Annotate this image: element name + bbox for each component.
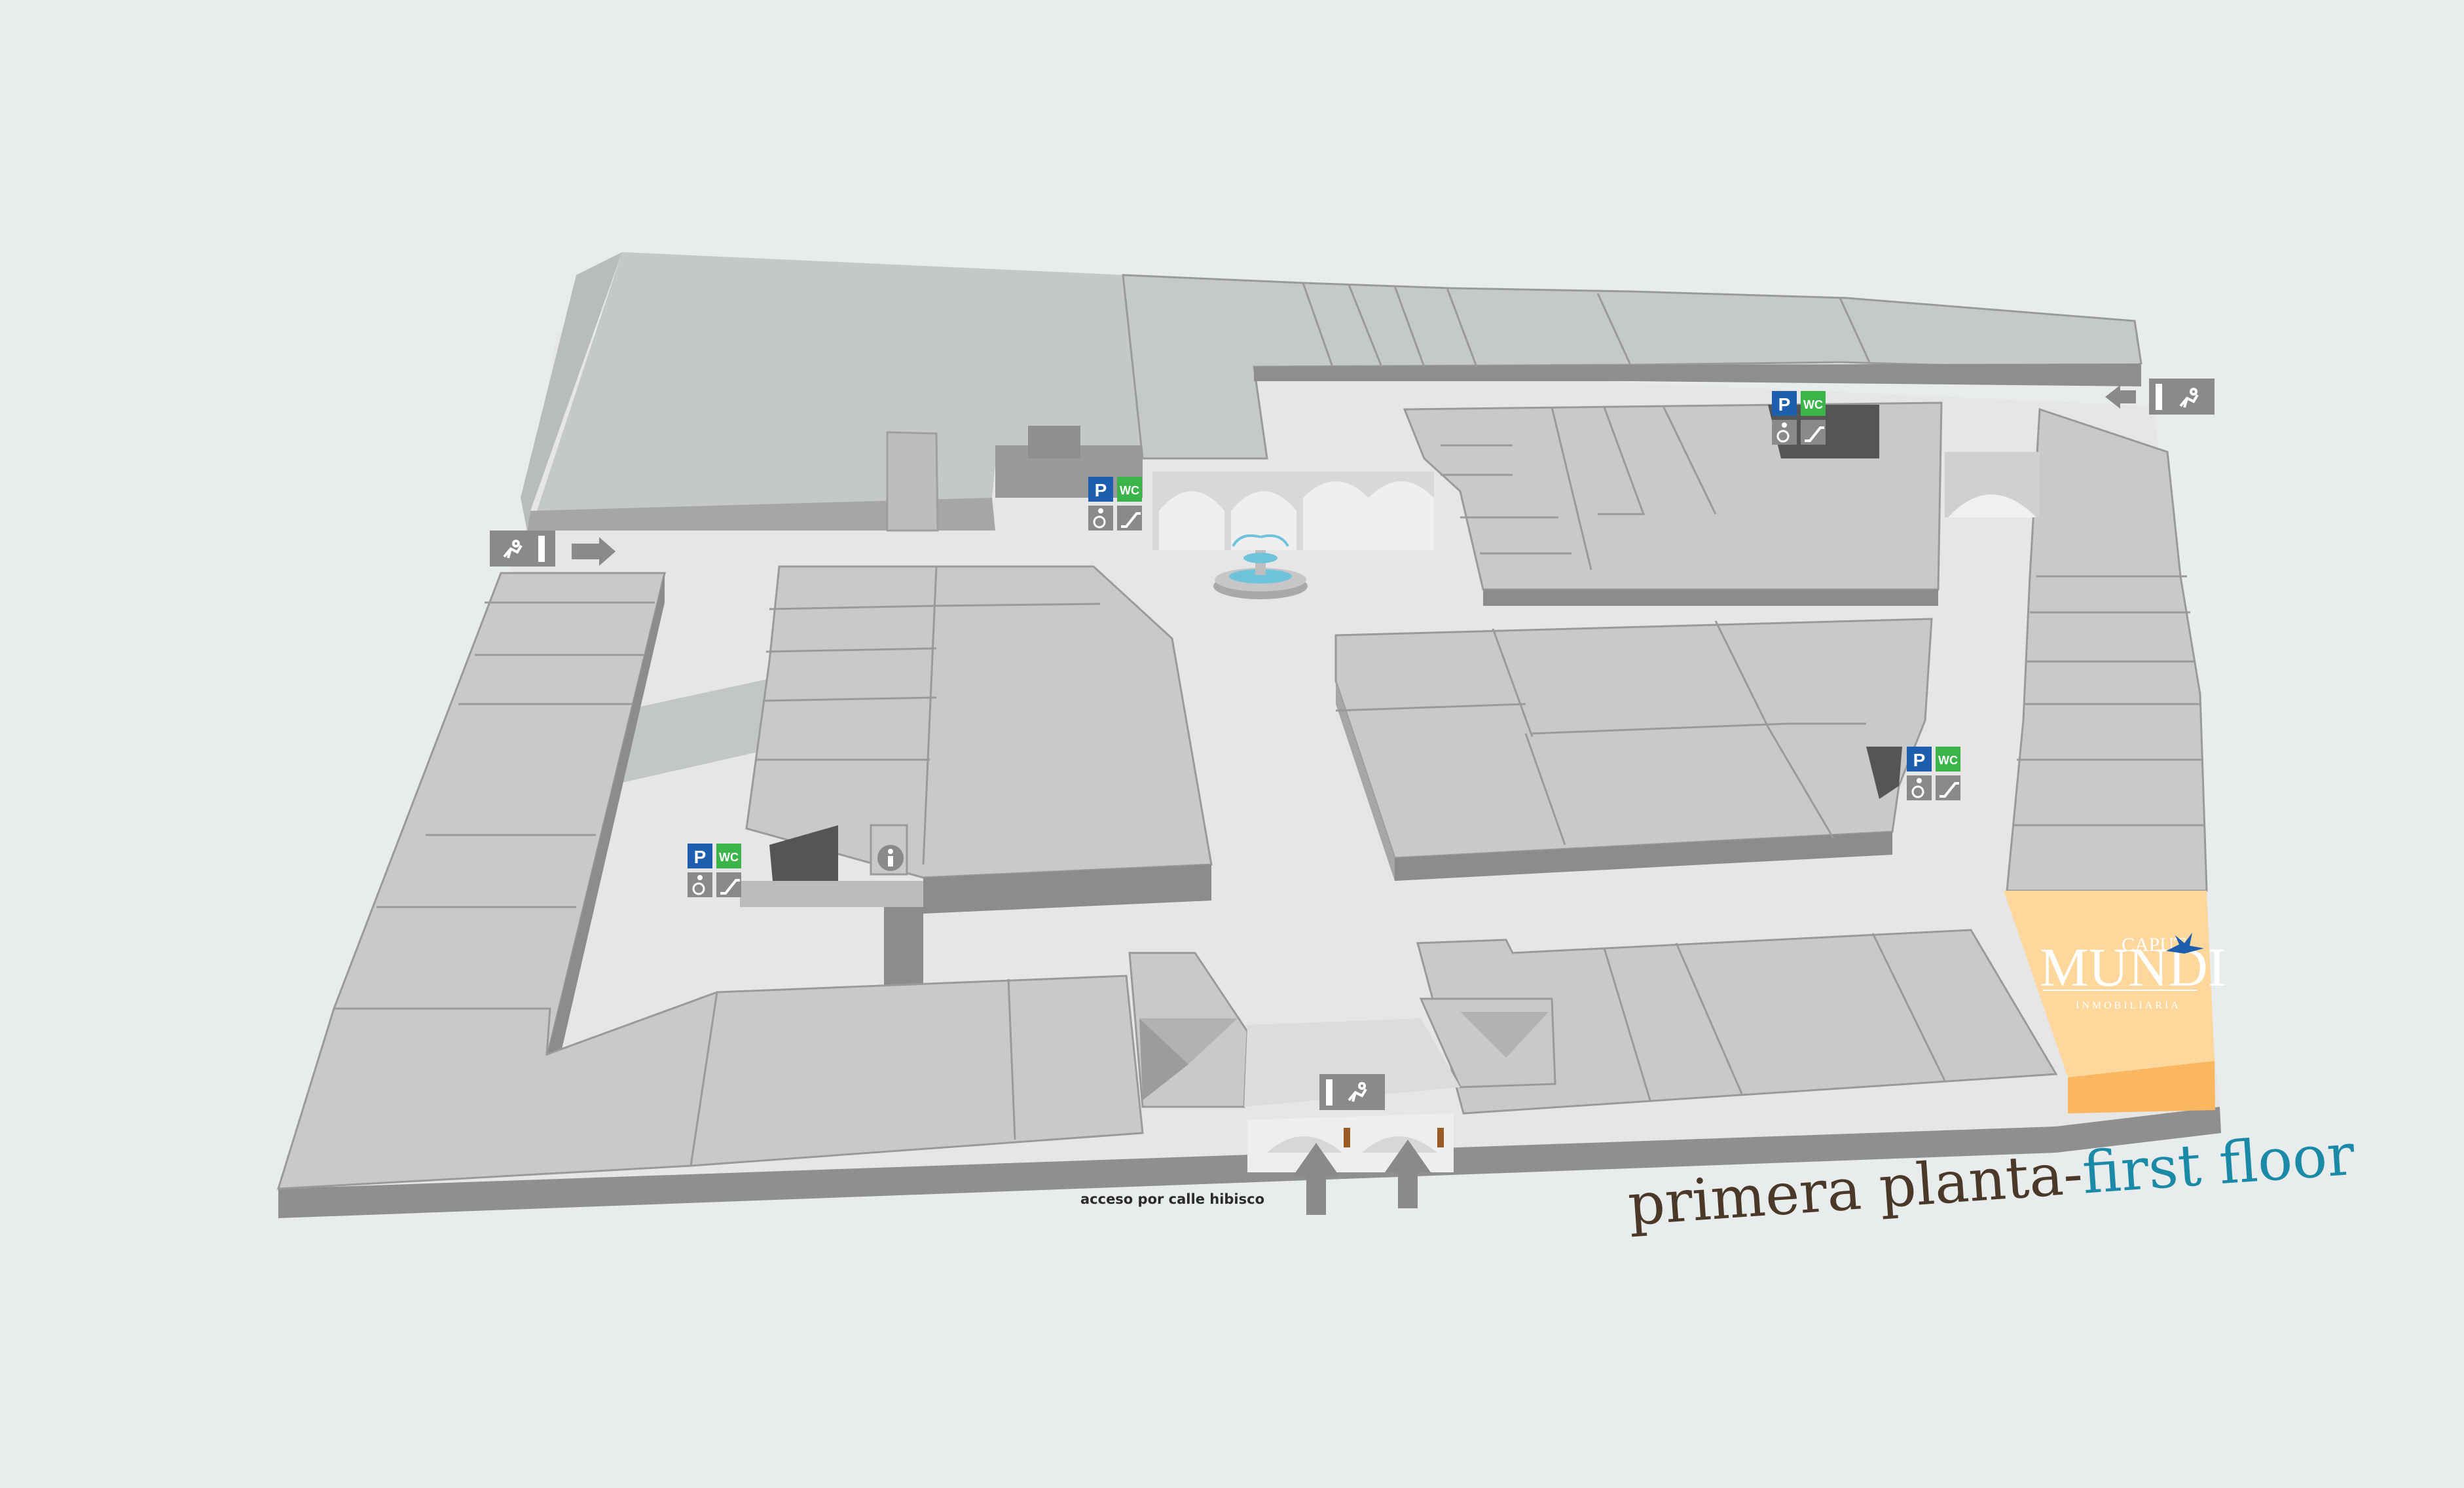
- amenity-group-north[interactable]: P WC: [1088, 477, 1142, 530]
- escalator-icon: [1801, 420, 1826, 445]
- emergency-exit-south: [1319, 1074, 1385, 1110]
- store-block-south[interactable]: [276, 929, 2058, 1190]
- escalator-icon: [716, 872, 741, 897]
- access-label: acceso por calle hibisco: [1080, 1191, 1264, 1207]
- parking-label: P: [1095, 480, 1107, 500]
- wc-icon: [1936, 747, 1960, 772]
- entrance-arrow-left: [1293, 1143, 1339, 1215]
- store-block-east[interactable]: [2006, 407, 2208, 892]
- wc-label: WC: [719, 851, 739, 864]
- wc-label: WC: [1803, 398, 1823, 411]
- store-block-central-west[interactable]: [740, 565, 1213, 986]
- parking-icon: [1907, 747, 1932, 772]
- logo-sub-text: INMOBILIARIA: [2076, 1000, 2181, 1011]
- amenity-group-east[interactable]: P WC: [1907, 747, 1960, 800]
- highlighted-unit-caput-mundi[interactable]: [2004, 891, 2215, 1113]
- info-icon[interactable]: [870, 824, 908, 876]
- fountain-icon: [1213, 534, 1308, 599]
- store-block-central-east[interactable]: [1334, 618, 1933, 881]
- arrow-icon-northeast: [2105, 385, 2136, 409]
- amenity-group-northeast[interactable]: P WC: [1772, 391, 1826, 445]
- store-block-west[interactable]: [332, 572, 666, 1059]
- store-block-northeast[interactable]: [1403, 401, 1943, 606]
- escalator-icon: [1936, 775, 1960, 800]
- escalator-icon: [1117, 506, 1142, 530]
- wc-icon: [716, 844, 741, 868]
- emergency-exit-west: [490, 530, 555, 567]
- wc-icon: [1117, 477, 1142, 502]
- amenity-group-west[interactable]: P WC: [688, 844, 741, 897]
- wc-icon: [1801, 391, 1826, 416]
- arrow-icon: [572, 537, 616, 566]
- eagle-icon: [2166, 933, 2204, 954]
- wc-label: WC: [1938, 754, 1958, 767]
- parking-icon: [1088, 477, 1113, 502]
- caput-mundi-logo: CAPUT MUNDI INMOBILIARIA: [2040, 933, 2226, 1011]
- arcade-north: [1152, 452, 2040, 550]
- parking-icon: [688, 844, 712, 868]
- store-block-northwest[interactable]: [521, 252, 1143, 799]
- parking-label: P: [1778, 394, 1791, 415]
- parking-label: P: [694, 847, 707, 867]
- store-block-north[interactable]: [1122, 274, 2142, 460]
- parking-icon: [1772, 391, 1797, 416]
- logo-main-text: MUNDI: [2040, 937, 2226, 998]
- parking-label: P: [1913, 750, 1926, 770]
- emergency-exit-northeast: [2149, 379, 2215, 415]
- wc-label: WC: [1120, 484, 1139, 497]
- entrance-arrow-right: [1385, 1140, 1431, 1208]
